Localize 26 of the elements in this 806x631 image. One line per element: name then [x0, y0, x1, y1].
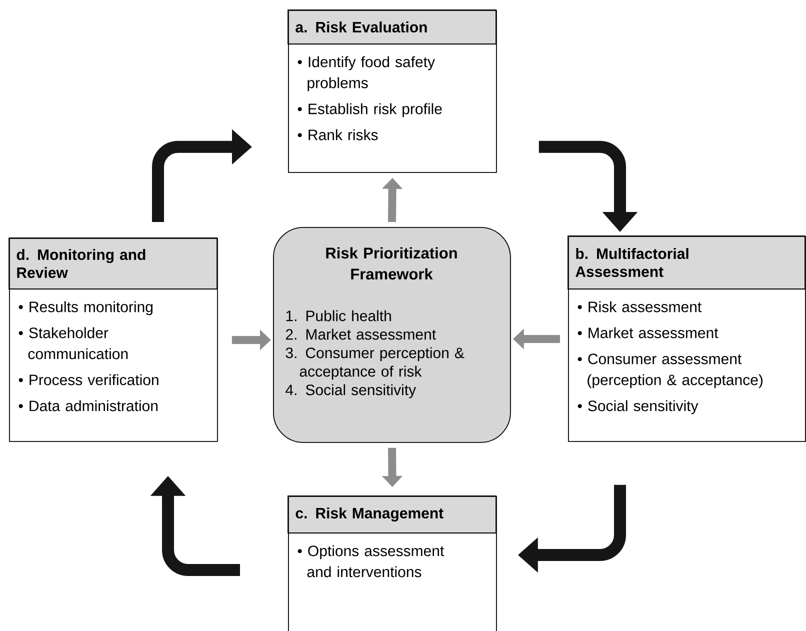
framework-panel	[273, 227, 511, 443]
bullet-item: • Identify food safety problems	[298, 56, 435, 92]
box-heading: d. Monitoring and Review	[16, 249, 146, 278]
numbered-item: 3. Consumer perception & acceptance of risk	[286, 347, 464, 380]
process-box	[288, 10, 497, 173]
bullet-item: • Process verification	[18, 374, 158, 386]
numbered-item: 1. Public health	[286, 310, 391, 322]
bullet-item: • Options assessment and interventions	[298, 545, 444, 578]
bullet-item: • Stakeholder communication	[18, 327, 128, 360]
bullet-item: • Market assessment	[578, 327, 718, 338]
box-heading: a. Risk Evaluation	[296, 22, 427, 32]
numbered-item: 2. Market assessment	[286, 328, 436, 340]
process-box	[8, 238, 218, 442]
bullet-item: • Establish risk profile	[298, 103, 442, 118]
numbered-item: 4. Social sensitivity	[286, 384, 416, 398]
process-box	[288, 496, 497, 631]
box-heading: c. Risk Management	[296, 507, 444, 522]
panel-title: Risk Prioritization Framework	[326, 247, 457, 280]
bullet-item: • Results monitoring	[18, 301, 152, 316]
bullet-item: • Rank risks	[298, 129, 378, 140]
bullet-item: • Risk assessment	[578, 301, 702, 312]
box-heading: b. Multifactorial Assessment	[576, 248, 688, 277]
process-box	[568, 236, 806, 442]
bullet-item: • Data administration	[18, 400, 158, 412]
bullet-item: • Consumer assessment (perception & acceptance)	[578, 354, 762, 388]
bullet-item: • Social sensitivity	[578, 400, 698, 414]
